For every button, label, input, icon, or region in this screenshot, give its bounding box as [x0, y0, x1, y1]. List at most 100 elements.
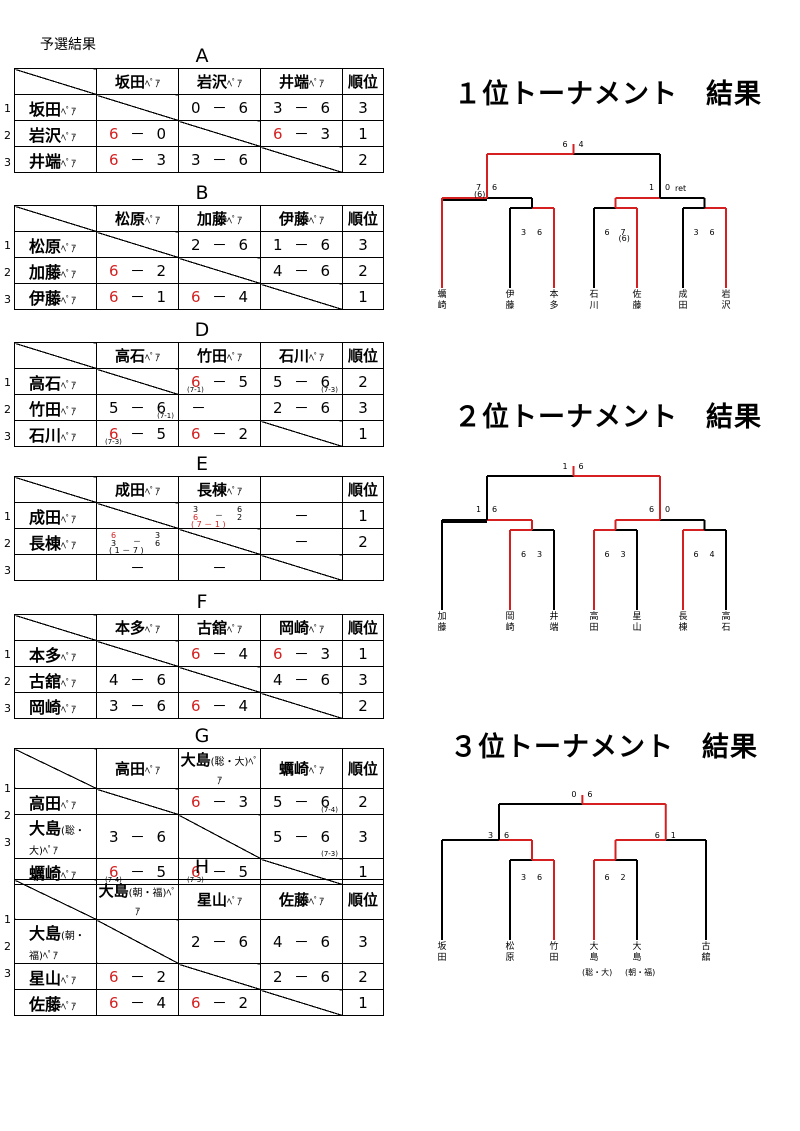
rank-header: 順位 [342, 205, 384, 232]
corner-cell [14, 68, 97, 95]
row-number: 2 [4, 675, 11, 688]
score-cell [96, 788, 179, 815]
score-left: 5 [273, 372, 283, 391]
score-dash: － [293, 793, 309, 811]
qf-score-right: 3 [620, 550, 626, 559]
score-dash: － [211, 99, 227, 117]
column-header: 本多ﾍﾟｱ [96, 614, 179, 641]
score-cell: 6－5(7-1) [178, 368, 261, 395]
row-name: 岡崎ﾍﾟｱ [14, 692, 97, 719]
score-cell: 4－6 [260, 919, 343, 964]
score-left: 6 [191, 792, 201, 811]
bracket-player: 成田 [678, 290, 688, 311]
score-cell [178, 963, 261, 990]
score-dash: － [211, 863, 227, 881]
score-dash: － [211, 236, 227, 254]
score-right: 5 [238, 862, 248, 881]
score-right: 6 [320, 398, 330, 417]
score-cell [178, 257, 261, 284]
rank-cell: 3 [342, 94, 384, 121]
score-cell: － [260, 502, 343, 529]
score-right: 6 [238, 932, 248, 951]
score-cell: 5－6(7-3) [260, 368, 343, 395]
bracket-player: 長棟 [678, 612, 688, 633]
row-name [14, 554, 97, 581]
score-right: 6 [320, 670, 330, 689]
score-dash: － [211, 288, 227, 306]
score-right: 6 [320, 792, 330, 811]
score-left: － [129, 559, 145, 577]
qf-score-right: 6 [537, 873, 543, 882]
rank-header: 順位 [342, 879, 384, 920]
score-dash: － [293, 828, 309, 846]
set-score: 3 [111, 539, 117, 548]
score-right: 5 [238, 372, 248, 391]
bracket-player: 本多 [549, 290, 559, 311]
column-header: 大島(朝・福)ﾍﾟｱ [96, 879, 179, 920]
score-right: 6 [156, 696, 166, 715]
score-left: 2 [273, 398, 283, 417]
score-dash: － [211, 373, 227, 391]
bracket [441, 144, 727, 288]
score-cell: 6－5(7-3) [96, 420, 179, 447]
score-cell: 3－6 [96, 692, 179, 719]
bracket-player: 伊藤 [505, 290, 515, 311]
score-cell [96, 919, 179, 964]
score-cell [260, 283, 343, 310]
group-letter: E [195, 453, 208, 475]
header-row: 本多ﾍﾟｱ古舘ﾍﾟｱ岡崎ﾍﾟｱ順位 [14, 614, 384, 641]
rank-header: 順位 [342, 476, 384, 503]
qf-score-right: 3 [537, 550, 543, 559]
score-cell: 6－3 [260, 120, 343, 147]
rank-header: 順位 [342, 68, 384, 95]
score-left: 6 [191, 862, 201, 881]
header-row: 松原ﾍﾟｱ加藤ﾍﾟｱ伊藤ﾍﾟｱ順位 [14, 205, 384, 232]
qf-score-right: 2 [620, 873, 626, 882]
rank-cell: 3 [342, 666, 384, 693]
score-left: 3 [109, 696, 119, 715]
semi-score-left: 1 [476, 505, 482, 514]
score-left: 2 [191, 235, 201, 254]
score-cell: 5－6(7-4) [260, 788, 343, 815]
semi-score-left: 7 [476, 183, 482, 192]
score-dash: － [129, 425, 145, 443]
row-number: 2 [4, 940, 11, 953]
score-cell: 6－3 [260, 640, 343, 667]
row-number: 2 [4, 809, 11, 822]
rank-cell: 2 [342, 368, 384, 395]
bracket-player: 松原 [505, 942, 515, 963]
bracket-player: 蠣崎 [437, 290, 447, 311]
set-score: 6 [155, 539, 161, 548]
score-dash: － [293, 671, 309, 689]
tiebreak-score: (7-3) [105, 438, 122, 446]
rank-header: 順位 [342, 614, 384, 641]
score-cell: 6－3 [96, 146, 179, 173]
row-number: 3 [4, 967, 11, 980]
score-cell: 6－4 [178, 640, 261, 667]
row-number: 2 [4, 266, 11, 279]
semi-score-left: 6 [649, 505, 655, 514]
tournament-title: ２位トーナメント 結果 [454, 402, 762, 433]
score-right: 6 [238, 150, 248, 169]
score-dash: － [129, 262, 145, 280]
score-dash: － [129, 994, 145, 1012]
row-number: 1 [4, 376, 11, 389]
bracket-player-sub: (聡・大) [582, 968, 613, 977]
score-right: 2 [238, 993, 248, 1012]
tiebreak-score: (7-1) [187, 386, 204, 394]
score-right: 6 [238, 235, 248, 254]
set-score: 6 [111, 531, 117, 540]
set-score: ( 7 － 1 ) [191, 520, 226, 529]
